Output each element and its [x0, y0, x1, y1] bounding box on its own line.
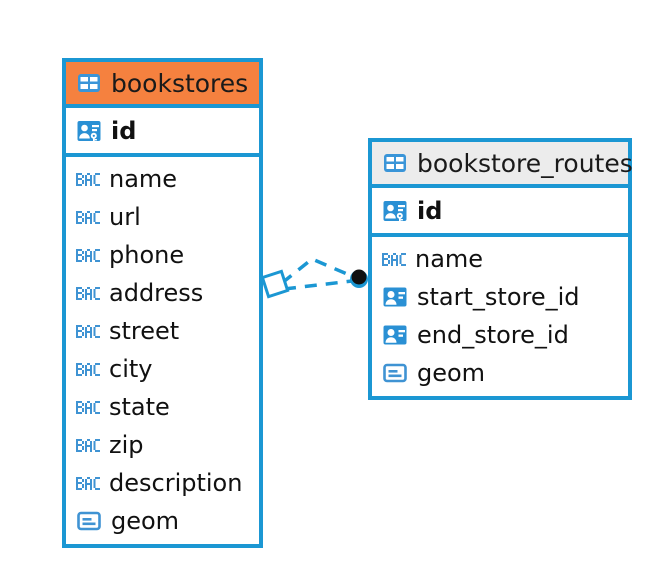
field-label: url	[109, 203, 141, 231]
field-row-city[interactable]: city	[66, 350, 259, 388]
field-row-geom[interactable]: geom	[66, 502, 259, 540]
text-abc-icon	[382, 252, 406, 266]
entity-header-bookstore-routes[interactable]: bookstore_routes	[372, 142, 633, 188]
field-label: start_store_id	[417, 283, 580, 311]
foreign-key-icon	[383, 325, 407, 345]
table-icon	[384, 154, 406, 172]
field-row-end-store-id[interactable]: end_store_id	[372, 316, 628, 354]
text-abc-icon	[76, 438, 100, 452]
field-row-id[interactable]: id	[372, 188, 628, 233]
text-abc-icon	[76, 324, 100, 338]
field-list-bookstores: name url	[66, 157, 259, 544]
filled-circle-marker	[350, 269, 368, 288]
field-row-name[interactable]: name	[372, 240, 628, 278]
field-label: id	[111, 116, 137, 145]
field-label: name	[109, 165, 178, 193]
entity-title: bookstores	[111, 68, 249, 98]
field-row-description[interactable]: description	[66, 464, 259, 502]
text-abc-icon	[76, 400, 100, 414]
primary-key-icon	[383, 200, 407, 222]
field-row-url[interactable]: url	[66, 198, 259, 236]
text-abc-icon	[76, 172, 100, 186]
geometry-icon	[383, 363, 407, 383]
field-row-geom[interactable]: geom	[372, 354, 628, 392]
field-row-id[interactable]: id	[66, 108, 259, 153]
entity-bookstore-routes[interactable]: bookstore_routes id	[368, 138, 633, 400]
field-row-zip[interactable]: zip	[66, 426, 259, 464]
field-label: description	[109, 469, 243, 497]
text-abc-icon	[76, 362, 100, 376]
field-label: city	[109, 355, 153, 383]
field-label: id	[417, 196, 443, 225]
primary-key-icon	[77, 120, 101, 142]
text-abc-icon	[76, 476, 100, 490]
field-row-street[interactable]: street	[66, 312, 259, 350]
relationship-line-upper	[280, 256, 355, 285]
field-label: geom	[417, 359, 486, 387]
entity-bookstores[interactable]: bookstores id	[62, 58, 263, 548]
primary-key-section: id	[372, 188, 628, 237]
field-row-name[interactable]: name	[66, 160, 259, 198]
field-label: name	[415, 245, 484, 273]
field-row-start-store-id[interactable]: start_store_id	[372, 278, 628, 316]
text-abc-icon	[76, 210, 100, 224]
foreign-key-icon	[383, 287, 407, 307]
table-icon	[78, 74, 100, 92]
field-label: address	[109, 279, 204, 307]
primary-key-section: id	[66, 108, 259, 157]
field-label: zip	[109, 431, 144, 459]
field-label: street	[109, 317, 180, 345]
relationship-line-lower	[283, 279, 353, 291]
field-list-bookstore-routes: name start_store_id	[372, 237, 628, 396]
field-label: geom	[111, 507, 180, 535]
entity-title: bookstore_routes	[417, 148, 633, 178]
field-label: phone	[109, 241, 185, 269]
field-label: end_store_id	[417, 321, 569, 349]
field-row-state[interactable]: state	[66, 388, 259, 426]
text-abc-icon	[76, 286, 100, 300]
field-label: state	[109, 393, 170, 421]
entity-header-bookstores[interactable]: bookstores	[66, 62, 259, 108]
field-row-address[interactable]: address	[66, 274, 259, 312]
field-row-phone[interactable]: phone	[66, 236, 259, 274]
geometry-icon	[77, 511, 101, 531]
text-abc-icon	[76, 248, 100, 262]
diamond-marker	[260, 269, 290, 299]
